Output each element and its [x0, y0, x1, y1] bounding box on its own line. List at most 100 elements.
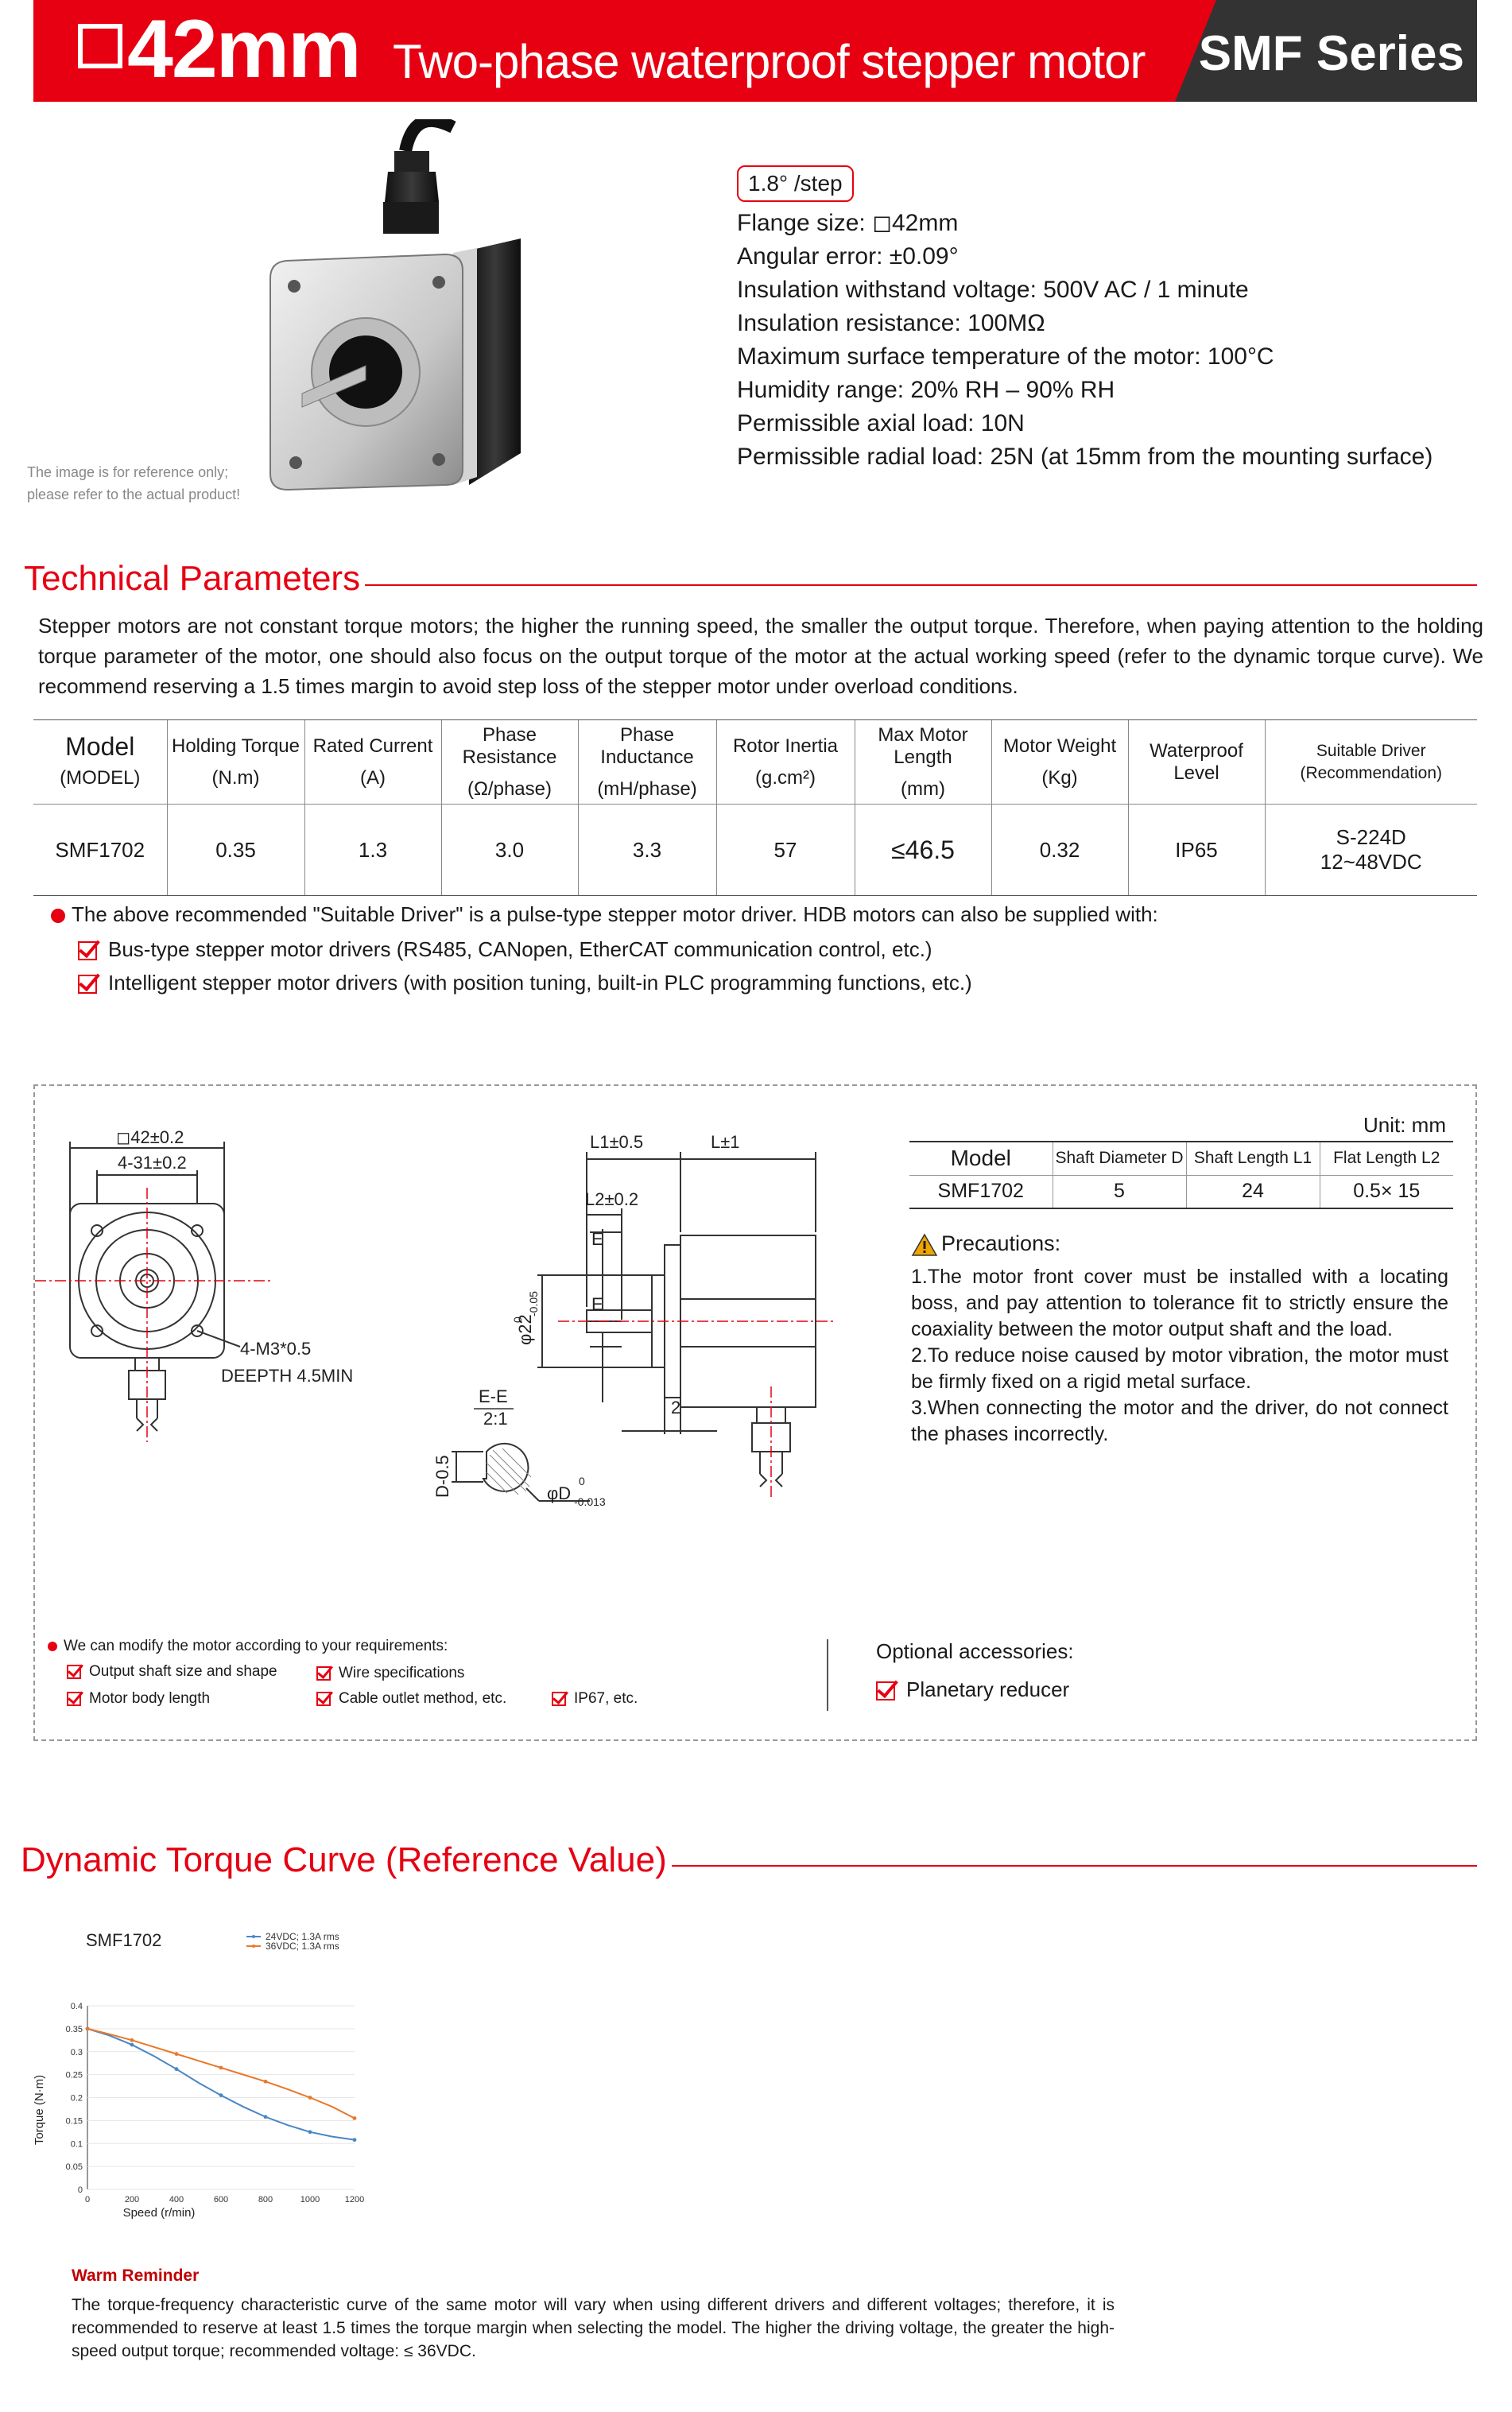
- divider: [827, 1639, 828, 1711]
- header-title: Two-phase waterproof stepper motor: [393, 35, 1146, 88]
- x-tick-label: 400: [169, 2195, 184, 2205]
- warning-icon: [911, 1233, 938, 1256]
- checkbox-icon: [78, 941, 97, 961]
- cell-phase-resistance: 3.0: [440, 804, 578, 896]
- section-rule: [21, 1865, 1477, 1867]
- modify-heading: We can modify the motor according to you…: [48, 1638, 448, 1655]
- y-tick-label: 0.4: [71, 2002, 83, 2011]
- series-line: [87, 2027, 355, 2141]
- col-max-length: Max Motor Length(mm): [854, 719, 991, 805]
- checkbox-icon: [316, 1666, 331, 1681]
- technical-title: Technical Parameters: [24, 556, 366, 601]
- cell-waterproof: IP65: [1127, 804, 1265, 896]
- checkbox-icon: [316, 1691, 331, 1706]
- dim-flange: ◻42±0.2: [116, 1127, 184, 1147]
- dim-depth: DEEPTH 4.5MIN: [221, 1366, 353, 1386]
- dim-e-bottom: E: [591, 1294, 603, 1314]
- dim-e-top: E: [591, 1229, 603, 1249]
- precaution-item: 1.The motor front cover must be installe…: [911, 1266, 1448, 1340]
- spec-item: Permissible radial load: 25N (at 15mm fr…: [737, 444, 1433, 470]
- precautions-heading: Precautions:: [911, 1229, 1060, 1258]
- bullet-dot-icon: [48, 1641, 57, 1651]
- reference-note-line-1: The image is for reference only;: [27, 464, 229, 480]
- section-rule: [24, 584, 1477, 586]
- precaution-item: 2.To reduce noise caused by motor vibrat…: [911, 1344, 1448, 1393]
- reference-note: The image is for reference only; please …: [27, 461, 240, 506]
- y-axis-label: Torque (N·m): [33, 2075, 46, 2145]
- cell-driver: S-224D 12~48VDC: [1264, 804, 1477, 896]
- unit-label: Unit: mm: [1363, 1113, 1446, 1137]
- square-flange-icon: [78, 24, 122, 68]
- data-point: [263, 2115, 268, 2119]
- step-angle-badge: 1.8° /step: [737, 165, 854, 202]
- data-point: [219, 2093, 223, 2098]
- option-item: Bus-type stepper motor drivers (RS485, C…: [78, 935, 932, 964]
- x-tick-label: 200: [125, 2195, 139, 2205]
- col-model: Model(MODEL): [33, 719, 167, 805]
- warm-title: Warm Reminder: [72, 2267, 200, 2285]
- modify-item: Wire specifications: [316, 1665, 464, 1682]
- col-model: Model: [909, 1141, 1053, 1175]
- col-shaft-length: Shaft Length L1: [1185, 1141, 1320, 1175]
- cell-weight: 0.32: [991, 804, 1128, 896]
- spec-item: Angular error: ±0.09°: [737, 243, 959, 270]
- y-tick-label: 0: [78, 2185, 83, 2195]
- y-tick-label: 0.3: [71, 2048, 83, 2057]
- spec-item: Humidity range: 20% RH – 90% RH: [737, 377, 1115, 403]
- optional-title: Optional accessories:: [876, 1639, 1074, 1663]
- header-banner: 42mm Two-phase waterproof stepper motor …: [33, 0, 1477, 102]
- modify-item-text: Wire specifications: [339, 1665, 465, 1681]
- section-label: E-E: [479, 1386, 508, 1406]
- x-tick-label: 600: [214, 2195, 228, 2205]
- precautions-list: 1.The motor front cover must be installe…: [911, 1264, 1448, 1448]
- cell-phase-inductance: 3.3: [577, 804, 716, 896]
- driver-model: S-224D: [1336, 825, 1406, 849]
- dim-shaft: φD: [547, 1483, 571, 1503]
- data-point: [130, 2042, 134, 2047]
- modify-item-text: Output shaft size and shape: [89, 1663, 277, 1680]
- legend-marker: [252, 1945, 255, 1948]
- cell-rotor-inertia: 57: [715, 804, 855, 896]
- spec-item: Flange size: ◻42mm: [737, 210, 959, 236]
- data-point: [352, 2116, 357, 2120]
- cell-model: SMF1702: [33, 804, 167, 896]
- data-point: [85, 2026, 90, 2031]
- cell-model: SMF1702: [909, 1174, 1053, 1209]
- cell-shaft-length: 24: [1185, 1174, 1320, 1209]
- table-row: SMF1702 5 24 0.5× 15: [909, 1174, 1453, 1209]
- x-tick-label: 1000: [300, 2195, 320, 2205]
- col-phase-inductance: Phase Inductance(mH/phase): [577, 719, 716, 805]
- col-weight: Motor Weight(Kg): [991, 719, 1128, 805]
- header-series: SMF Series: [1198, 26, 1464, 81]
- dim-shaft-tol2: -0.013: [574, 1495, 606, 1508]
- technical-paragraph: Stepper motors are not constant torque m…: [38, 614, 1483, 698]
- y-tick-label: 0.1: [71, 2139, 83, 2149]
- optional-item: Planetary reducer: [876, 1677, 1069, 1702]
- dim-shaft-tol: 0: [579, 1475, 585, 1487]
- dim-boss-tol: 0: [511, 1317, 524, 1323]
- cell-shaft-diameter: 5: [1052, 1174, 1186, 1209]
- motor-photo: [269, 119, 521, 491]
- warm-text: The torque-frequency characteristic curv…: [72, 2296, 1115, 2360]
- modify-title: We can modify the motor according to you…: [64, 1638, 448, 1654]
- x-axis-label: Speed (r/min): [123, 2206, 196, 2220]
- option-text: Intelligent stepper motor drivers (with …: [108, 971, 972, 995]
- option-text: Bus-type stepper motor drivers (RS485, C…: [108, 937, 932, 961]
- cell-rated-current: 1.3: [304, 804, 441, 896]
- y-tick-label: 0.15: [66, 2116, 83, 2126]
- y-tick-label: 0.2: [71, 2094, 83, 2104]
- cell-flat-length: 0.5× 15: [1319, 1174, 1453, 1209]
- x-tick-label: 800: [258, 2195, 273, 2205]
- spec-item: Insulation resistance: 100MΩ: [737, 310, 1045, 336]
- cell-holding-torque: 0.35: [166, 804, 304, 896]
- x-tick-label: 1200: [345, 2195, 364, 2205]
- modify-item-text: IP67, etc.: [574, 1690, 638, 1707]
- modify-item-text: Motor body length: [89, 1690, 211, 1707]
- col-driver: Suitable Driver(Recommendation): [1264, 719, 1477, 805]
- y-tick-label: 0.25: [66, 2071, 83, 2080]
- data-point: [174, 2052, 179, 2057]
- x-tick-label: 0: [85, 2195, 90, 2205]
- driver-note-text: The above recommended "Suitable Driver" …: [72, 902, 1158, 926]
- legend-label: 36VDC; 1.3A rms: [266, 1941, 339, 1952]
